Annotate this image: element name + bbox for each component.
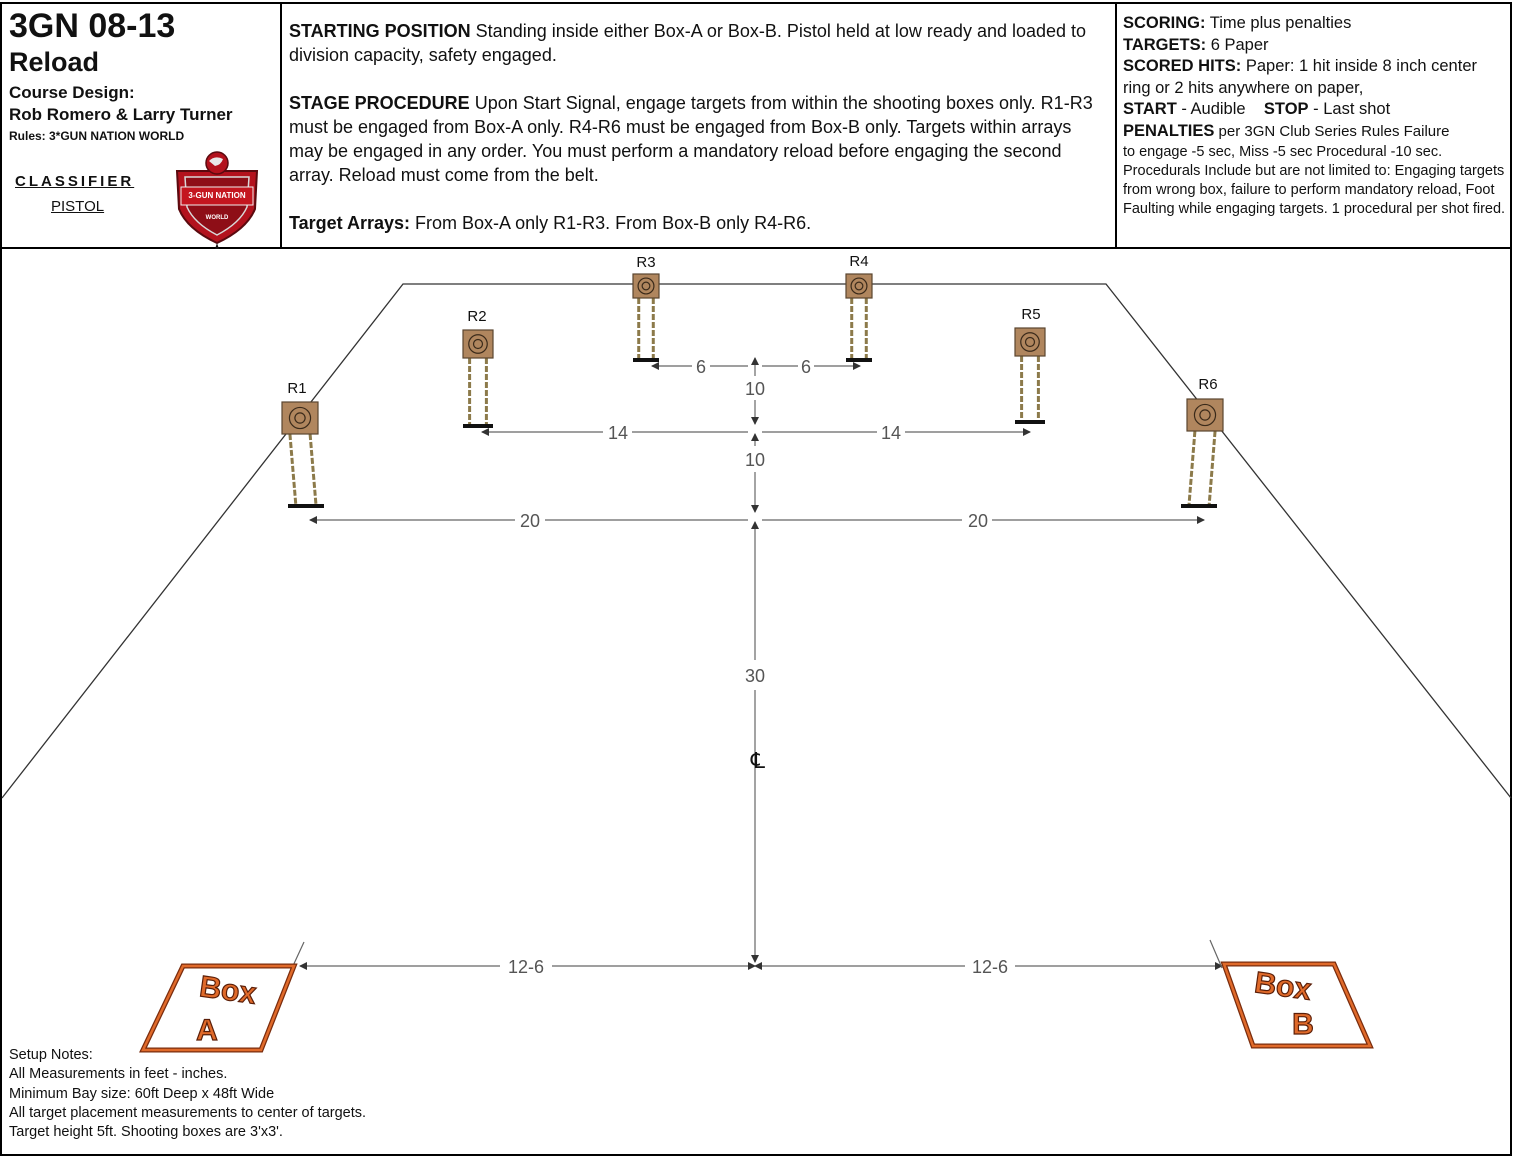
box-b-word: Box [1253, 966, 1314, 1007]
scoring-panel: SCORING: Time plus penalties TARGETS: 6 … [1116, 3, 1511, 248]
shooting-box-b: Box B [1220, 961, 1374, 1049]
setup-note-line: All target placement measurements to cen… [9, 1104, 367, 1121]
target-stand-leg [1187, 430, 1197, 507]
shooting-box-a: Box A [139, 963, 298, 1053]
scored-hits-value: Paper: 1 hit inside 8 inch center ring o… [1123, 57, 1477, 97]
title-panel: 3GN 08-13 Reload Course Design: Rob Rome… [1, 3, 281, 249]
dim-box-b-label: 12-6 [972, 957, 1008, 977]
targets-value: 6 Paper [1206, 35, 1269, 54]
target-label: R5 [1021, 306, 1040, 323]
target-ring [294, 412, 306, 424]
target-face [1186, 398, 1224, 432]
penalties-value: per 3GN Club Series Rules Failure [1214, 122, 1450, 140]
target-r5: R5 [1014, 306, 1046, 424]
setup-note-line: Target height 5ft. Shooting boxes are 3'… [9, 1124, 283, 1141]
stage-procedure-value: Upon Start Signal, engage targets from w… [289, 93, 1093, 185]
dim-r1-label: 20 [520, 511, 540, 531]
dim-box-a-label: 12-6 [508, 957, 544, 977]
classifier-label: CLASSIFIER [15, 173, 135, 190]
division-label: PISTOL [51, 198, 105, 215]
stop-label: STOP [1263, 100, 1309, 118]
dim-row1-depth-label: 10 [745, 379, 765, 399]
start-label: START [1123, 100, 1177, 118]
target-stand-leg [308, 433, 318, 507]
target-r6: R6 [1181, 376, 1224, 508]
target-ring [472, 338, 484, 350]
target-ring [1199, 409, 1211, 421]
dim-r4-label: 6 [801, 357, 811, 377]
course-designers: Rob Romero & Larry Turner [9, 105, 233, 124]
target-label: R1 [287, 380, 306, 397]
target-ring [641, 281, 651, 291]
starting-position-value: Standing inside either Box-A or Box-B. P… [289, 21, 1087, 65]
target-stand-leg [1207, 430, 1217, 507]
target-arrays-text: Target Arrays: From Box-A only R1-R3. Fr… [289, 211, 1107, 235]
targets-label: TARGETS: [1123, 35, 1207, 54]
setup-notes-title: Setup Notes: [9, 1047, 93, 1063]
target-ring [854, 281, 864, 291]
target-r1: R1 [281, 380, 324, 508]
dim-r2-label: 14 [608, 423, 628, 443]
target-r2: R2 [462, 308, 494, 428]
box-b-letter: B [1292, 1008, 1314, 1041]
setup-note-line: All Measurements in feet - inches. [9, 1066, 228, 1083]
target-label: R2 [467, 308, 486, 325]
bay-outline [1, 283, 1512, 799]
stage-procedure-text: STAGE PROCEDURE Upon Start Signal, engag… [289, 91, 1107, 187]
penalties-detail: to engage -5 sec, Miss -5 sec Procedural… [1123, 144, 1506, 217]
stage-id: 3GN 08-13 [9, 7, 176, 45]
box-a-word: Box [198, 970, 259, 1011]
penalties-label: PENALTIES [1123, 121, 1215, 140]
target-ring [468, 334, 488, 354]
rules-text: Rules: 3*GUN NATION WORLD [9, 129, 185, 143]
box-b-leader [1209, 939, 1223, 969]
dimension-lines [291, 357, 1223, 970]
target-ring [637, 277, 655, 295]
target-ring [288, 406, 312, 430]
target-label: R4 [849, 253, 868, 270]
setup-note-line: Minimum Bay size: 60ft Deep x 48ft Wide [9, 1085, 275, 1102]
logo-subtext: WORLD [205, 215, 229, 221]
dim-r6-label: 20 [968, 511, 988, 531]
target-r4: R4 [845, 253, 873, 362]
target-ring [1193, 403, 1217, 427]
dimension-labels: 6 6 10 14 14 10 20 20 30 12-6 12-6 ℄ [508, 357, 1008, 977]
stage-name: Reload [9, 47, 100, 77]
dim-center-depth-label: 30 [745, 666, 765, 686]
course-design-label: Course Design: [9, 83, 135, 102]
target-ring [1024, 336, 1036, 348]
target-ring [1020, 332, 1040, 352]
start-value: - Audible [1176, 100, 1246, 118]
box-a-letter: A [196, 1014, 218, 1047]
scoring-value: Time plus penalties [1205, 14, 1352, 32]
scored-hits-label: SCORED HITS: [1123, 57, 1242, 75]
target-arrays-label: Target Arrays: [289, 213, 411, 233]
stage-procedure-label: STAGE PROCEDURE [289, 93, 470, 113]
starting-position-text: STARTING POSITION Standing inside either… [289, 19, 1107, 67]
target-label: R3 [636, 254, 655, 271]
target-label: R6 [1198, 376, 1217, 393]
dim-r5-label: 14 [881, 423, 901, 443]
target-r3: R3 [632, 254, 660, 362]
target-stand-leg [288, 433, 298, 507]
target-arrays-value: From Box-A only R1-R3. From Box-B only R… [410, 213, 812, 233]
scoring-block: SCORING: Time plus penalties TARGETS: 6 … [1123, 13, 1508, 142]
starting-position-label: STARTING POSITION [289, 21, 471, 41]
procedure-panel: STARTING POSITION Standing inside either… [281, 3, 1116, 248]
setup-notes: Setup Notes: All Measurements in feet - … [9, 1046, 366, 1142]
stop-value: - Last shot [1308, 100, 1391, 118]
3gn-logo: 3-GUN NATION WORLD [167, 149, 267, 249]
logo-text: 3-GUN NATION [188, 191, 246, 200]
scoring-label: SCORING: [1123, 14, 1206, 32]
dim-row2-depth-label: 10 [745, 450, 765, 470]
target-ring [850, 277, 868, 295]
target-face [281, 401, 319, 435]
centerline-symbol: ℄ [750, 748, 766, 773]
dim-r3-label: 6 [696, 357, 706, 377]
